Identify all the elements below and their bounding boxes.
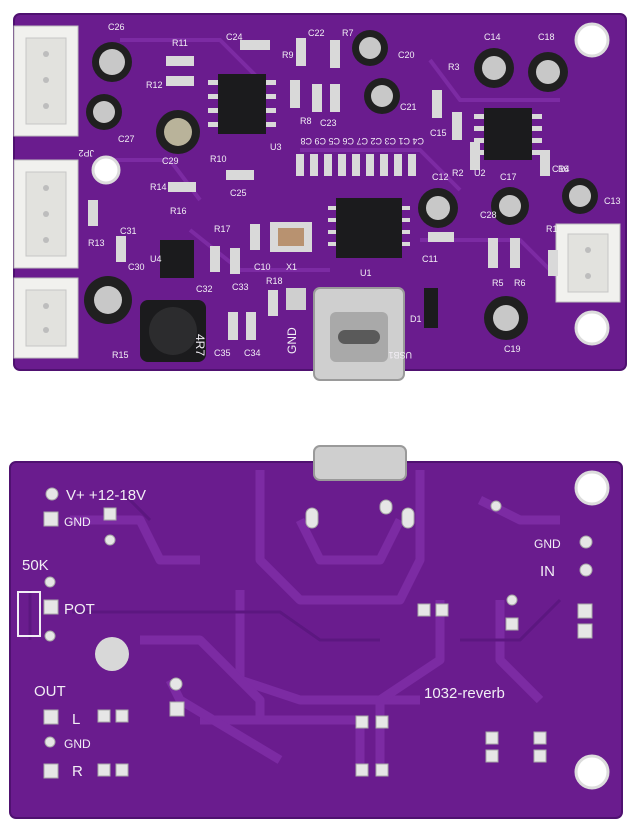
label-c35: C35 xyxy=(214,348,231,358)
smd-cap-row xyxy=(296,154,416,176)
label-r7: R7 xyxy=(342,28,354,38)
label-c26: C26 xyxy=(108,22,125,32)
mount-hole xyxy=(91,155,121,185)
label-c18: C18 xyxy=(538,32,555,42)
label-r18: R18 xyxy=(266,276,283,286)
gnd-silk-label: GND xyxy=(285,327,299,354)
label-r2: R2 xyxy=(452,168,464,178)
label-r16: R16 xyxy=(170,206,187,216)
connector-silk-label: JP2 xyxy=(78,148,94,158)
label-c31: C31 xyxy=(120,226,137,236)
pot-value-label: 50K xyxy=(22,557,49,574)
label-c16: C16 xyxy=(552,164,569,174)
usb-silk-label: USB1 xyxy=(388,350,412,360)
crystal-x1 xyxy=(270,222,312,252)
label-c29: C29 xyxy=(162,156,179,166)
mount-hole xyxy=(95,637,129,671)
model-label: 1032-reverb xyxy=(424,685,505,702)
label-r13: R13 xyxy=(88,238,105,248)
label-c28: C28 xyxy=(480,210,497,220)
label-r15: R15 xyxy=(112,350,129,360)
label-r17: R17 xyxy=(214,224,231,234)
cap-row-silk-label: C4 C1 C3 C2 C7 C6 C5 C9 C8 xyxy=(300,136,424,146)
label-c14: C14 xyxy=(484,32,501,42)
bottom-board: V+ +12-18V GND 50K POT GND IN OUT L GND … xyxy=(9,445,623,819)
mount-hole xyxy=(574,310,610,346)
output-label: OUT xyxy=(34,683,66,700)
power-input-label: V+ +12-18V xyxy=(66,487,146,504)
output-left-label: L xyxy=(72,711,80,728)
inductor-label: 4R7 xyxy=(193,334,207,356)
chip-u2 xyxy=(474,108,542,160)
usb-c-bottom xyxy=(313,445,407,481)
pot-label: POT xyxy=(64,601,95,618)
label-c33: C33 xyxy=(232,282,249,292)
solder-pads xyxy=(43,487,593,779)
label-r9: R9 xyxy=(282,50,294,60)
connector-jp2 xyxy=(13,25,79,137)
label-r8: R8 xyxy=(300,116,312,126)
u1-silk-label: U1 xyxy=(360,268,372,278)
label-c23: C23 xyxy=(320,118,337,128)
label-c15: C15 xyxy=(430,128,447,138)
label-r6: R6 xyxy=(514,278,526,288)
label-c34: C34 xyxy=(244,348,261,358)
label-c27: C27 xyxy=(118,134,135,144)
label-r5: R5 xyxy=(492,278,504,288)
label-r14: R14 xyxy=(150,182,167,192)
u2-silk-label: U2 xyxy=(474,168,486,178)
output-gnd-label: GND xyxy=(64,737,91,751)
inductor-4r7: 4R7 xyxy=(140,300,207,362)
u3-silk-label: U3 xyxy=(270,142,282,152)
label-r3: R3 xyxy=(448,62,460,72)
label-r1: R1 xyxy=(546,224,558,234)
electrolytic-capacitors xyxy=(84,30,598,340)
label-r10: R10 xyxy=(210,154,227,164)
label-r4: R4 xyxy=(558,164,570,174)
mount-hole xyxy=(574,470,610,506)
diode-d1 xyxy=(424,288,438,328)
label-c22: C22 xyxy=(308,28,325,38)
usb-c-connector xyxy=(313,287,405,381)
label-c21: C21 xyxy=(400,102,417,112)
label-c20: C20 xyxy=(398,50,415,60)
label-c13: C13 xyxy=(604,196,621,206)
chip-u4 xyxy=(160,240,194,278)
input-gnd-label: GND xyxy=(534,537,561,551)
pot-outline xyxy=(17,591,41,637)
chip-u3 xyxy=(208,74,276,134)
label-c32: C32 xyxy=(196,284,213,294)
label-c12: C12 xyxy=(432,172,449,182)
label-c24: C24 xyxy=(226,32,243,42)
label-c30: C30 xyxy=(128,262,145,272)
input-label: IN xyxy=(540,563,555,580)
label-c10: C10 xyxy=(254,262,271,272)
mount-hole xyxy=(574,22,610,58)
output-right-label: R xyxy=(72,763,83,780)
mount-hole xyxy=(574,754,610,790)
power-gnd-label: GND xyxy=(64,515,91,529)
label-r11: R11 xyxy=(172,38,188,48)
label-c11: C11 xyxy=(422,254,438,264)
label-c17: C17 xyxy=(500,172,517,182)
smd-components xyxy=(88,38,558,340)
label-c19: C19 xyxy=(504,344,521,354)
u4-silk-label: U4 xyxy=(150,254,162,264)
crystal-silk-label: X1 xyxy=(286,262,297,272)
label-c25: C25 xyxy=(230,188,247,198)
label-r12: R12 xyxy=(146,80,163,90)
connector-mid xyxy=(13,159,79,269)
chip-u1 xyxy=(328,198,410,258)
top-board: 4R7 xyxy=(13,13,627,381)
diode-silk-label: D1 xyxy=(410,314,422,324)
connector-low xyxy=(13,277,79,359)
gnd-test-pad xyxy=(286,288,306,310)
connector-right xyxy=(555,223,621,303)
